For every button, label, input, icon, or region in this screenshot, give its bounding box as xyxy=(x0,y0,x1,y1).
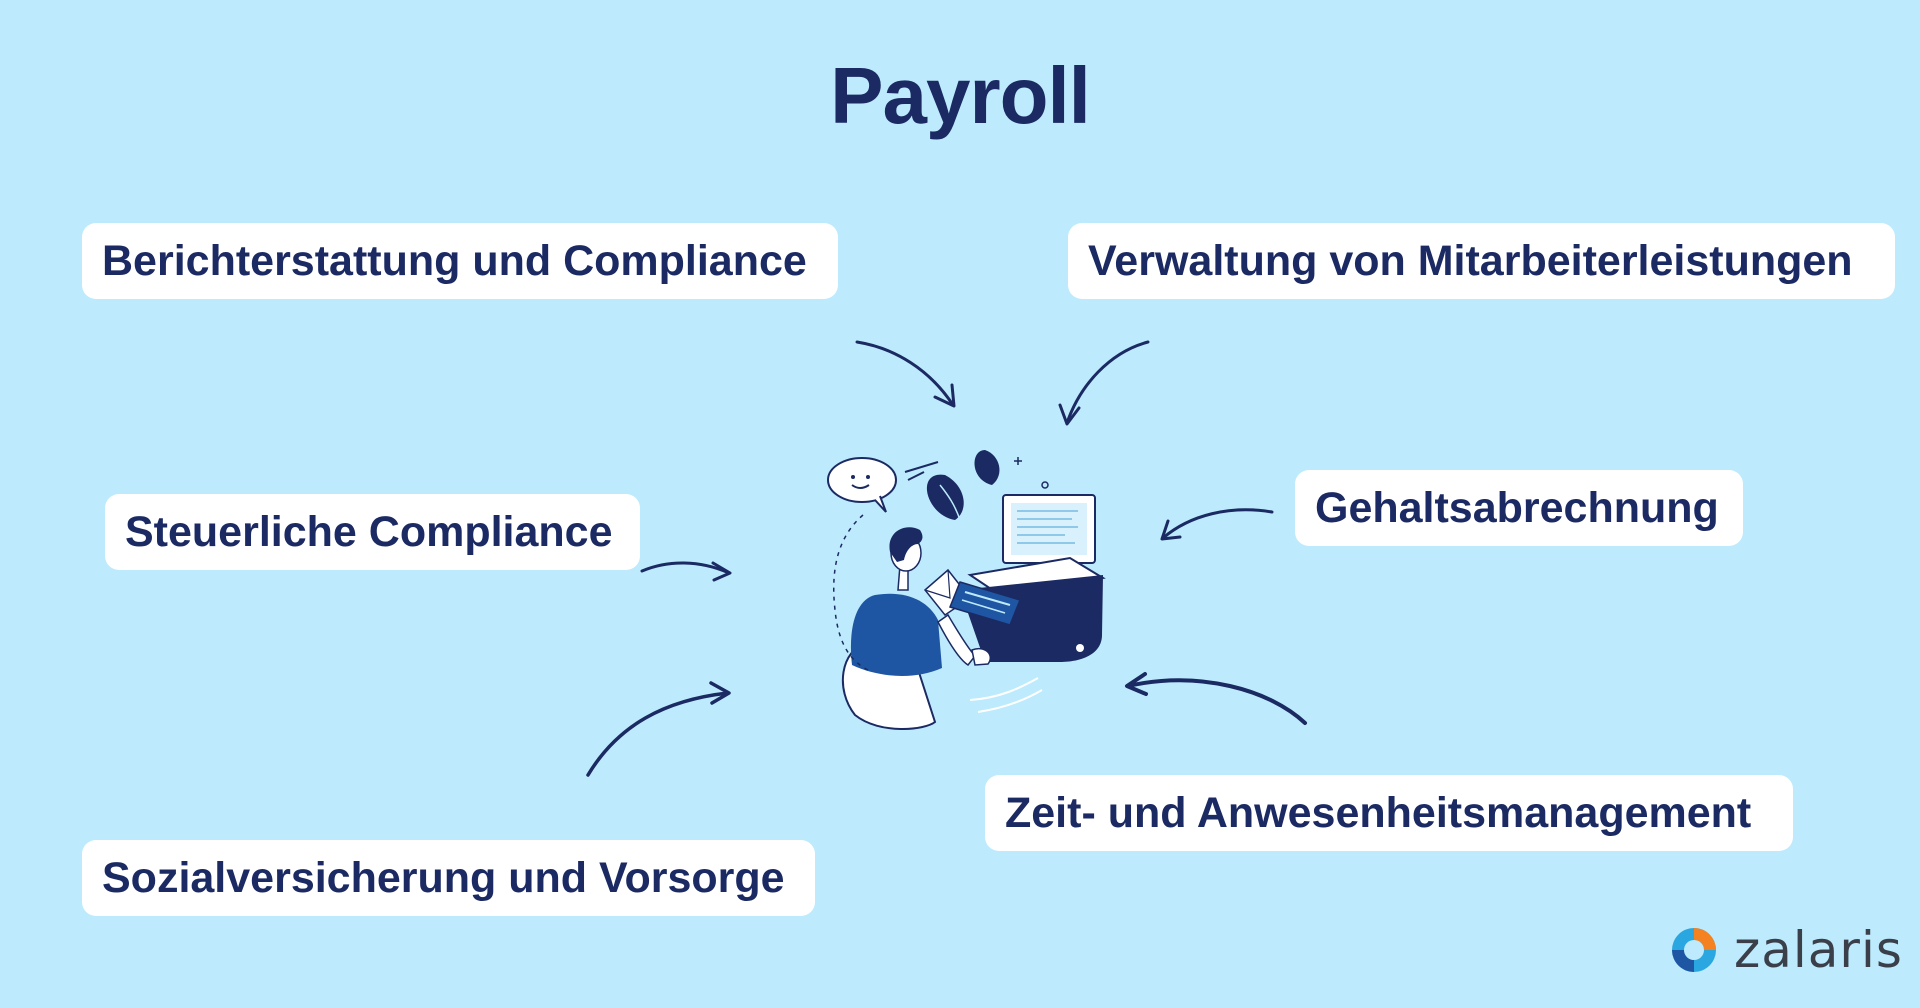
arrow-reporting xyxy=(855,340,956,408)
node-time: Zeit- und Anwesenheitsmanagement xyxy=(985,775,1793,851)
arrow-benefits xyxy=(1058,340,1150,426)
arrow-salary xyxy=(1160,508,1274,541)
arrow-social xyxy=(586,681,731,777)
laptop-icon xyxy=(967,494,1106,597)
zalaris-logo-icon xyxy=(1672,928,1716,972)
node-tax: Steuerliche Compliance xyxy=(105,494,640,570)
logo-text: zalaris xyxy=(1734,921,1903,979)
speech-bubble-icon xyxy=(827,457,897,513)
plant-leaves-icon xyxy=(926,450,1000,521)
arrow-tax xyxy=(640,561,732,582)
diagram-title: Payroll xyxy=(830,51,1091,140)
person-icon xyxy=(842,527,992,730)
node-salary: Gehaltsabrechnung xyxy=(1295,470,1743,546)
node-benefits: Verwaltung von Mitarbeiterleistungen xyxy=(1068,223,1895,299)
arrow-time xyxy=(1125,672,1307,725)
person-with-laptop-and-payslip-illustration xyxy=(827,450,1106,730)
node-reporting: Berichterstattung und Compliance xyxy=(82,223,838,299)
company-logo: zalaris xyxy=(1668,920,1903,980)
node-social: Sozialversicherung und Vorsorge xyxy=(82,840,815,916)
payslip-envelope-icon xyxy=(923,568,1022,626)
